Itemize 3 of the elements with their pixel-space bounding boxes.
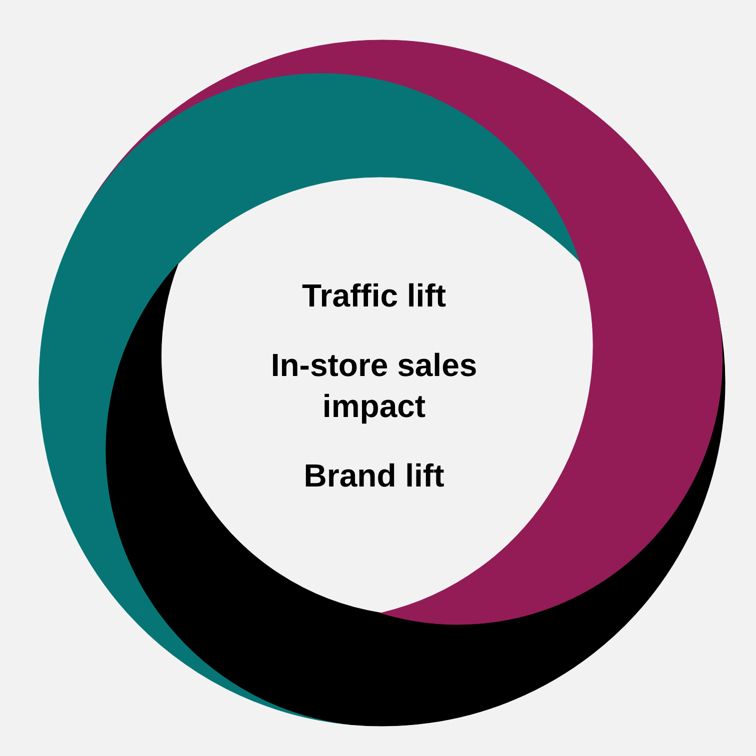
- center-label: In-store sales impact: [270, 346, 478, 426]
- center-label: Brand lift: [304, 456, 444, 496]
- center-label: Traffic lift: [302, 276, 446, 316]
